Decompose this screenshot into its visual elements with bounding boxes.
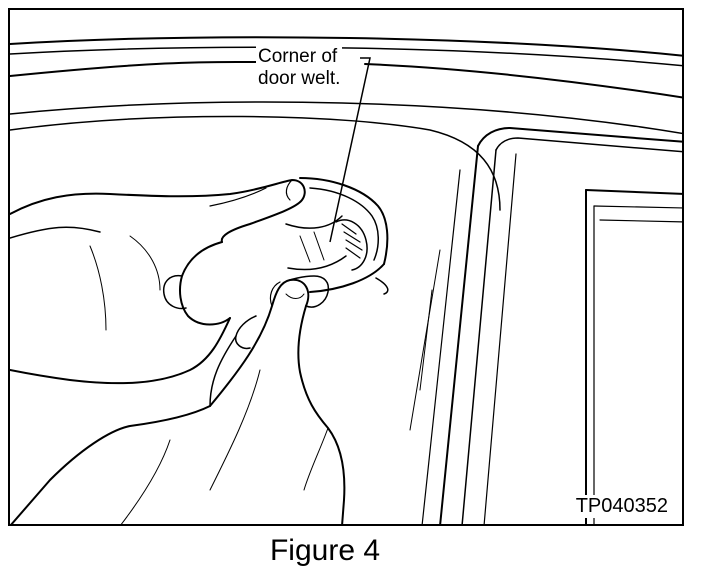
callout-leader-line (329, 57, 371, 243)
callout-line-1: Corner of (258, 46, 338, 67)
line-illustration (10, 36, 682, 524)
figure-code: TP040352 (573, 495, 670, 518)
callout-label: Corner of door welt. (256, 46, 343, 90)
figure-caption: Figure 4 (269, 534, 381, 567)
figure-frame: Corner of door welt. TP040352 (8, 8, 684, 526)
callout-line-2: door welt. (258, 68, 341, 89)
